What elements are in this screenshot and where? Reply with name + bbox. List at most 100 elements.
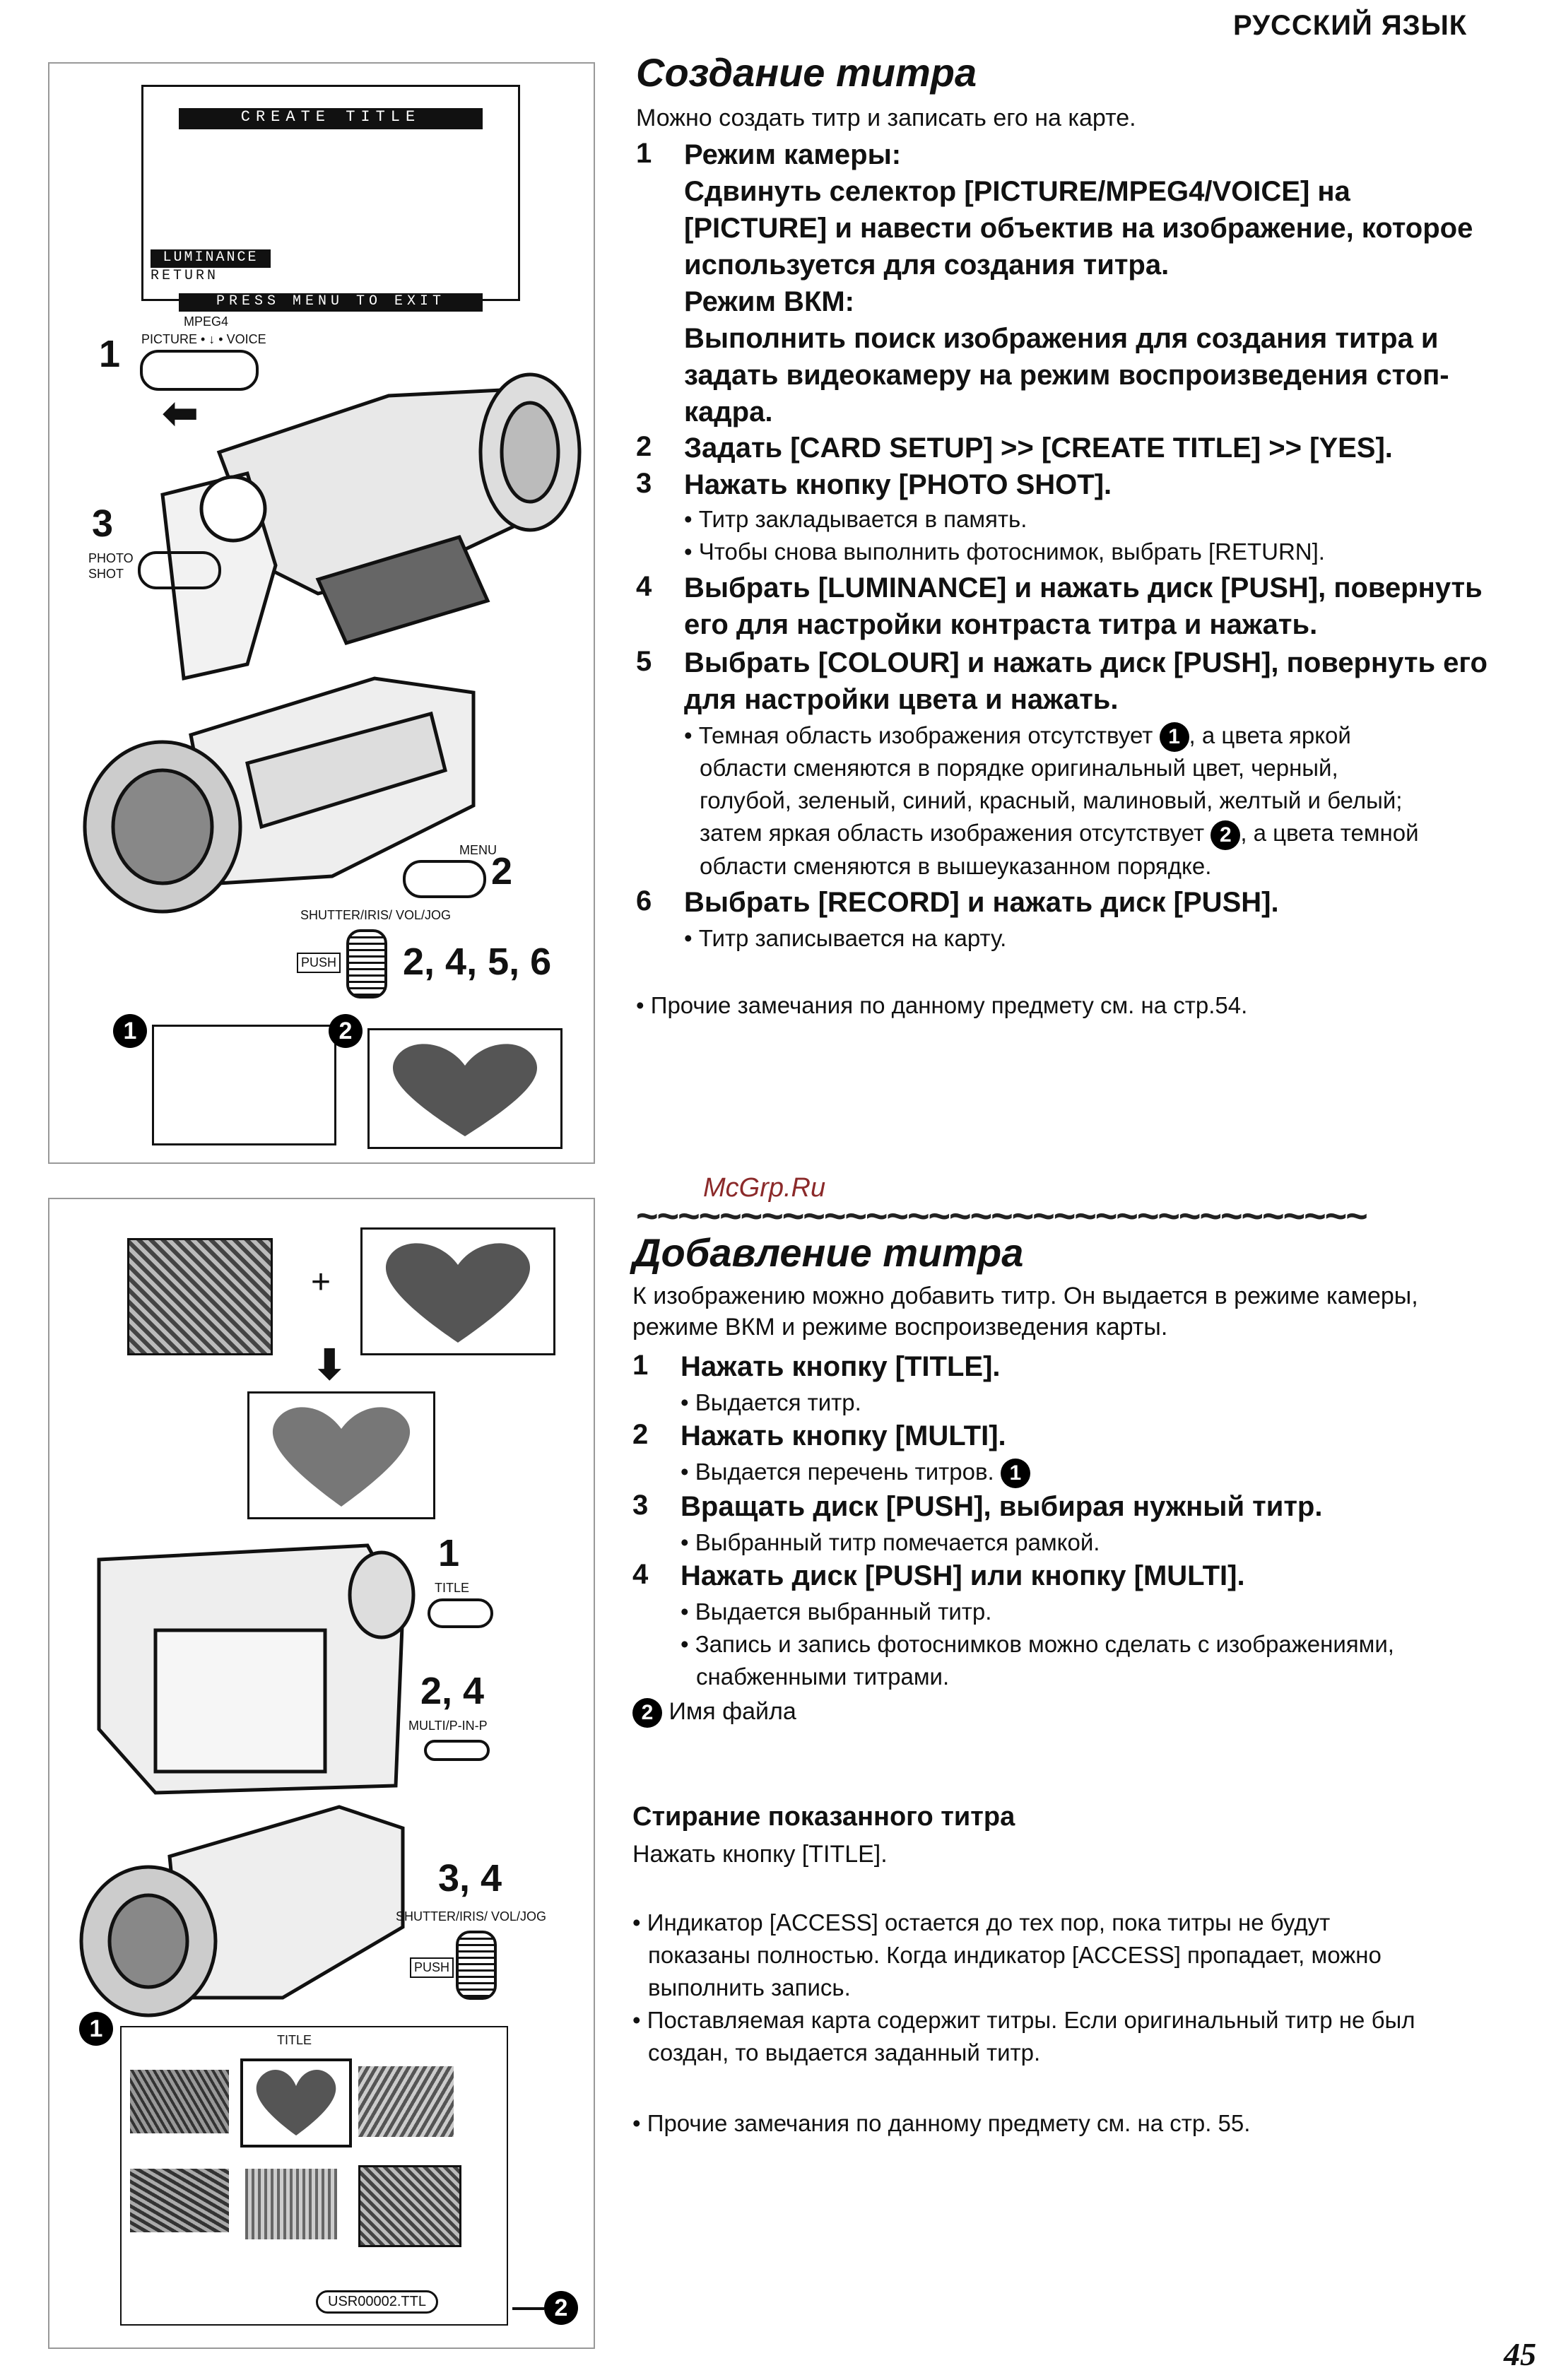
heart-photo-icon bbox=[272, 1407, 411, 1507]
s2-step4-text: Нажать диск [PUSH] или кнопку [MULTI]. bbox=[681, 1560, 1245, 1591]
bullet-text: , а цвета темной bbox=[1240, 820, 1419, 847]
s2-step3-bullet: • Выбранный титр помечается рамкой. bbox=[681, 1529, 1100, 1555]
step-number-2: 2 bbox=[491, 850, 513, 892]
s1-step5-line: для настройки цвета и нажать. bbox=[684, 684, 1119, 715]
example-combined bbox=[247, 1391, 435, 1519]
note-item: • Индикатор [ACCESS] остается до тех пор… bbox=[632, 1909, 1331, 1936]
screen-item-return: RETURN bbox=[151, 268, 219, 284]
marker-1-icon: 1 bbox=[113, 1014, 147, 1048]
heart-icon bbox=[385, 1243, 531, 1343]
multi-button bbox=[424, 1740, 490, 1761]
s2-step1-bullet: • Выдается титр. bbox=[681, 1389, 861, 1415]
marker-1-icon: 1 bbox=[79, 2012, 113, 2046]
intro-line: К изображению можно добавить титр. Он вы… bbox=[632, 1283, 1418, 1309]
step-numbers-2456: 2, 4, 5, 6 bbox=[403, 941, 552, 983]
step-number-1: 1 bbox=[99, 333, 121, 375]
intro-line: режиме ВКМ и режиме воспроизведения карт… bbox=[632, 1314, 1168, 1341]
s1-step1-line: [PICTURE] и навести объектив на изображе… bbox=[684, 213, 1473, 244]
example-heart bbox=[360, 1227, 555, 1355]
s1-step3-bullets: • Титр закладывается в память. • Чтобы с… bbox=[684, 503, 1325, 568]
bullet-text: голубой, зеленый, синий, красный, малино… bbox=[700, 787, 1403, 814]
bullet-item: • Чтобы снова выполнить фотоснимок, выбр… bbox=[684, 538, 1325, 565]
s1-step1-line: кадра. bbox=[684, 396, 773, 428]
figure-add-title: + ⬇ 1 TITLE 2, 4 MULTI/P-IN-P 3, 4 SHUTT… bbox=[48, 1198, 595, 2349]
s2-notes: • Индикатор [ACCESS] остается до тех пор… bbox=[632, 1907, 1537, 2069]
marker-2-icon: 2 bbox=[632, 1698, 662, 1728]
s1-step2-num: 2 bbox=[636, 431, 652, 462]
step-number-3: 3 bbox=[92, 502, 114, 545]
s2-step4-bullets: • Выдается выбранный титр. • Запись и за… bbox=[681, 1596, 1394, 1693]
section1-title: Создание титра bbox=[636, 50, 977, 95]
s1-step6-bullet: • Титр записывается на карту. bbox=[684, 925, 1007, 951]
example-heart-title bbox=[367, 1028, 563, 1149]
s1-step2-text: Задать [CARD SETUP] >> [CREATE TITLE] >>… bbox=[684, 432, 1393, 464]
bullet-text: Запись и запись фотоснимков можно сделат… bbox=[695, 1631, 1394, 1657]
label-jog: SHUTTER/IRIS/ VOL/JOG bbox=[396, 1909, 547, 1924]
note-text: Прочие замечания по данному предмету см.… bbox=[650, 992, 1248, 1018]
s1-step4-line: его для настройки контраста титра и нажа… bbox=[684, 609, 1318, 640]
s1-step4-text: Выбрать [LUMINANCE] и нажать диск [PUSH]… bbox=[684, 570, 1483, 643]
bullet-line: затем яркая область изображения отсутств… bbox=[684, 817, 1419, 850]
filename-note: 2 Имя файла bbox=[632, 1696, 796, 1728]
s2-step1-text: Нажать кнопку [TITLE]. bbox=[681, 1351, 1001, 1382]
title-list-screen: TITLE USR00002.TTL bbox=[120, 2026, 508, 2326]
bullet-text: Выдается титр. bbox=[695, 1389, 861, 1415]
s1-step1-text: Режим камеры: Сдвинуть селектор [PICTURE… bbox=[684, 136, 1532, 430]
label-title: TITLE bbox=[435, 1581, 470, 1595]
s1-step5-num: 5 bbox=[636, 646, 652, 677]
camcorder-illustration-top bbox=[160, 372, 582, 681]
note-item: • Поставляемая карта содержит титры. Есл… bbox=[632, 2007, 1415, 2033]
label-shot: SHOT bbox=[88, 567, 124, 581]
bullet-text: Титр закладывается в память. bbox=[698, 506, 1027, 532]
s2-step2-num: 2 bbox=[632, 1419, 649, 1450]
note-text: Имя файла bbox=[669, 1698, 796, 1725]
bullet-text: Чтобы снова выполнить фотоснимок, выбрат… bbox=[698, 538, 1325, 565]
title-thumb-selected bbox=[240, 2058, 352, 2148]
note-text: выполнить запись. bbox=[648, 1974, 851, 2001]
s2-step2-text: Нажать кнопку [MULTI]. bbox=[681, 1420, 1006, 1451]
menu-screen: CREATE TITLE LUMINANCE RETURN PRESS MENU… bbox=[141, 85, 520, 312]
arrow-left-icon: ⬅ bbox=[163, 389, 199, 437]
s1-step1-line: Режим камеры: bbox=[684, 139, 902, 170]
s1-step3-num: 3 bbox=[636, 468, 652, 499]
s2-step3-text: Вращать диск [PUSH], выбирая нужный титр… bbox=[681, 1491, 1323, 1522]
marker-2-icon: 2 bbox=[329, 1014, 363, 1048]
marker-2-icon: 2 bbox=[1211, 820, 1241, 850]
bullet-item: • Запись и запись фотоснимков можно сдел… bbox=[681, 1631, 1394, 1657]
erase-text: Нажать кнопку [TITLE]. bbox=[632, 1841, 888, 1868]
s1-step6-text: Выбрать [RECORD] и нажать диск [PUSH]. bbox=[684, 887, 1279, 918]
bullet-text: Выдается перечень титров. bbox=[695, 1459, 1001, 1485]
bullet-text: Выбранный титр помечается рамкой. bbox=[695, 1529, 1100, 1555]
erase-heading: Стирание показанного титра bbox=[632, 1802, 1015, 1832]
figure-create-title: CREATE TITLE LUMINANCE RETURN PRESS MENU… bbox=[48, 62, 595, 1164]
jog-dial-icon bbox=[346, 929, 387, 998]
mode-selector-switch bbox=[140, 350, 259, 391]
bullet-line: • Темная область изображения отсутствует… bbox=[684, 719, 1419, 753]
note-text: Прочие замечания по данному предмету см.… bbox=[647, 2110, 1251, 2136]
camcorder-illustration-side bbox=[97, 1543, 416, 1795]
step-numbers-34: 3, 4 bbox=[438, 1857, 502, 1899]
photo-shot-button bbox=[138, 551, 221, 589]
screen-title: CREATE TITLE bbox=[179, 108, 483, 129]
label-push: PUSH bbox=[410, 1957, 454, 1978]
grid-title: TITLE bbox=[277, 2033, 312, 2047]
s1-step1-line: используется для создания титра. bbox=[684, 249, 1170, 281]
language-label: РУССКИЙ ЯЗЫК bbox=[1233, 10, 1468, 41]
s1-step4-num: 4 bbox=[636, 571, 652, 602]
arrow-down-icon: ⬇ bbox=[312, 1342, 347, 1388]
screen-footer: PRESS MENU TO EXIT bbox=[179, 293, 483, 312]
heart-icon bbox=[256, 2070, 336, 2135]
example-blank-title bbox=[152, 1025, 336, 1145]
s1-step1-num: 1 bbox=[636, 138, 652, 169]
section2-intro: К изображению можно добавить титр. Он вы… bbox=[632, 1280, 1418, 1343]
bullet-text: , а цвета яркой bbox=[1189, 722, 1351, 748]
s1-step1-line: Сдвинуть селектор [PICTURE/MPEG4/VOICE] … bbox=[684, 176, 1350, 207]
page-number: 45 bbox=[1504, 2336, 1536, 2372]
label-push: PUSH bbox=[297, 953, 341, 973]
heart-icon bbox=[392, 1044, 538, 1136]
s2-note-last: • Прочие замечания по данному предмету с… bbox=[632, 2110, 1251, 2136]
s1-step1-line: задать видеокамеру на режим воспроизведе… bbox=[684, 360, 1449, 391]
s1-step5-text: Выбрать [COLOUR] и нажать диск [PUSH], п… bbox=[684, 644, 1488, 718]
label-multi: MULTI/P-IN-P bbox=[408, 1719, 488, 1733]
s1-step5-bullet: • Темная область изображения отсутствует… bbox=[684, 719, 1419, 883]
